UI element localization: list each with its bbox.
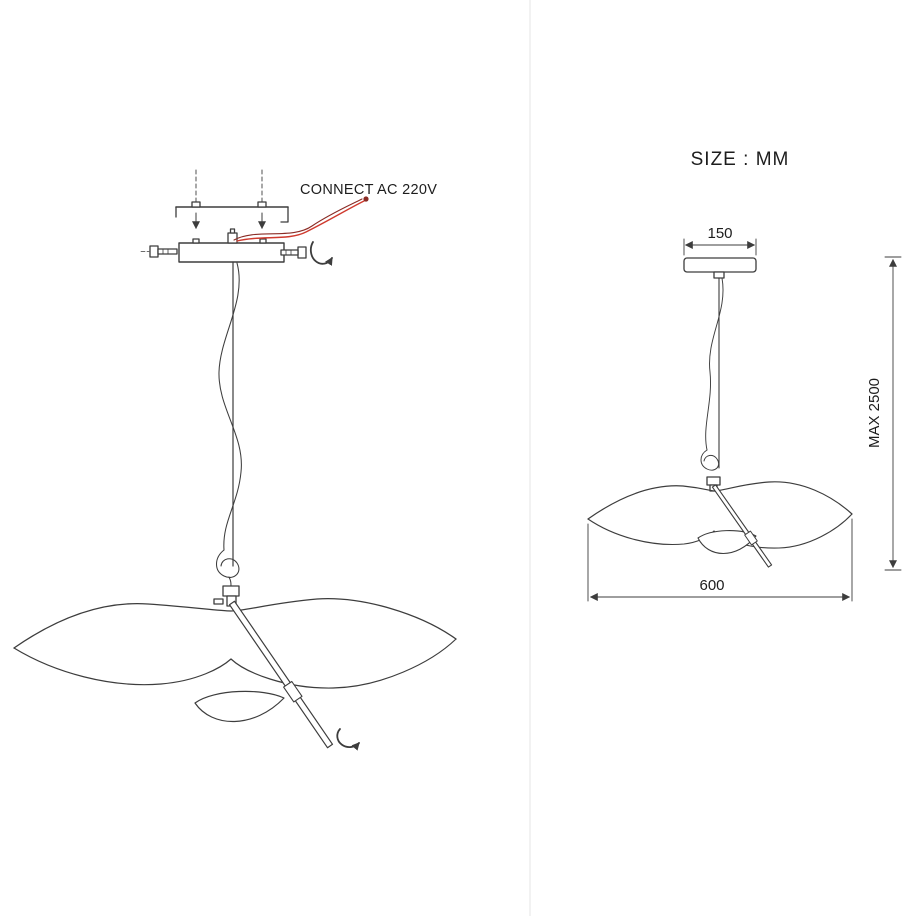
screw-threads <box>162 248 169 255</box>
screw-shaft <box>157 248 178 255</box>
mounting-bracket <box>175 201 289 223</box>
dim-extension-lines <box>683 238 757 256</box>
canopy-nipple <box>713 271 725 279</box>
dim-600-label: 600 <box>699 577 724 594</box>
cord-loop <box>700 449 720 471</box>
dimension-diagram <box>587 238 902 602</box>
connector-block <box>706 476 721 486</box>
screw-head <box>297 246 307 259</box>
stem-rod-sleeve <box>283 680 303 703</box>
canopy-hole <box>259 238 267 244</box>
dim-extension-lines <box>587 518 853 602</box>
shade-left-underside <box>13 647 232 686</box>
dim-canopy-width <box>683 238 757 256</box>
bracket-screw-boss <box>191 201 201 208</box>
dim-150-label: 150 <box>707 225 732 242</box>
stem-rod-sleeve <box>744 530 758 546</box>
dim-end-ticks <box>884 256 902 571</box>
stem-rod-body <box>711 484 773 568</box>
guide-dashed-lines <box>195 169 263 207</box>
dim-max-2500-label: MAX 2500 <box>866 378 883 448</box>
hub-set-screw <box>213 598 224 605</box>
bracket-right-hook <box>280 206 289 223</box>
lower-dish <box>697 530 757 555</box>
power-cord <box>218 262 242 551</box>
cord-loop <box>215 549 240 578</box>
stem-rod <box>228 600 334 749</box>
connector-block <box>222 585 240 597</box>
rotate-cw-arrow-icon <box>336 728 360 751</box>
canopy-plate <box>178 242 285 263</box>
shade-top-edge <box>587 481 853 520</box>
screw-head <box>149 245 159 258</box>
canopy-hole <box>192 238 200 244</box>
wire-end-dot <box>363 196 369 202</box>
bracket-screw-boss <box>257 201 267 208</box>
canopy-top-screw-cap <box>229 228 236 234</box>
ceiling-canopy <box>178 228 285 263</box>
screw-shaft <box>280 249 299 256</box>
screw-threads <box>285 249 292 256</box>
side-screw-right <box>280 246 307 259</box>
wire-strand-dark <box>233 198 363 241</box>
power-cord <box>705 277 724 451</box>
canopy-right <box>683 257 757 279</box>
dim-shade-width <box>587 518 853 602</box>
size-units-label: SIZE : MM <box>691 149 790 170</box>
shade-top-edge <box>13 598 457 649</box>
lamp-shade <box>13 598 457 723</box>
cord-tail <box>228 576 232 587</box>
power-wire <box>233 196 369 242</box>
mounting-guides <box>192 169 266 230</box>
lower-dish <box>194 690 285 723</box>
stem-rod-right <box>711 484 773 568</box>
connect-ac-label: CONNECT AC 220V <box>300 182 437 198</box>
rotate-cw-arrow-icon <box>309 241 333 266</box>
shade-right-underside <box>230 638 457 689</box>
dim-max-drop <box>884 256 902 571</box>
suspension-right <box>700 277 724 492</box>
wire-strand-red <box>236 200 365 242</box>
installation-diagram <box>13 169 457 751</box>
suspension <box>215 261 242 587</box>
side-screw-left <box>140 245 178 258</box>
canopy-plate <box>683 257 757 273</box>
stem-rod-body <box>228 600 334 749</box>
annotations: CONNECT AC 220V SIZE : MM 150 600 MAX 25… <box>300 149 883 594</box>
line-art <box>13 169 902 751</box>
canopy-top-screw <box>227 232 238 244</box>
lamp-shade-right <box>587 481 853 555</box>
shade-left-underside <box>587 518 715 546</box>
